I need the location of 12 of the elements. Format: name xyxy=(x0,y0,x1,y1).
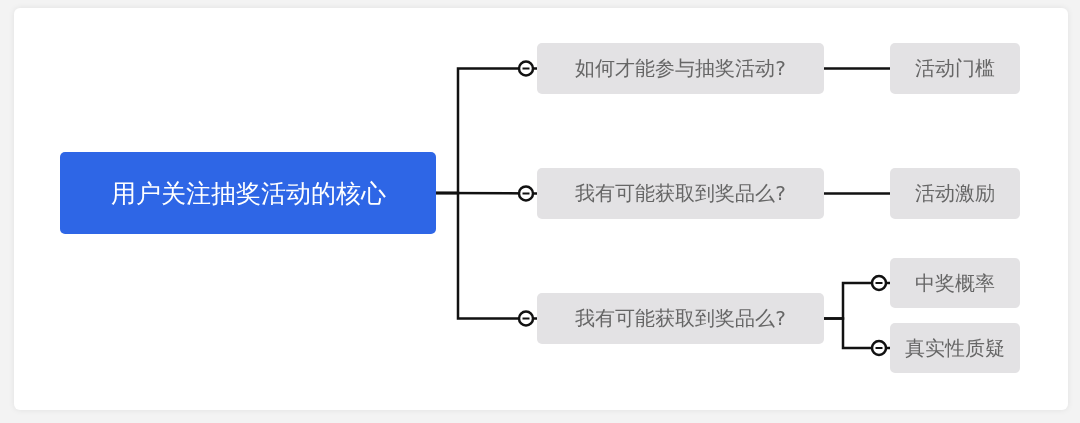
topic-box: 我有可能获取到奖品么? xyxy=(537,293,824,344)
connector xyxy=(824,67,890,70)
connector xyxy=(436,191,537,327)
root-topic-box: 用户关注抽奖活动的核心 xyxy=(60,152,436,234)
topic-box: 活动激励 xyxy=(890,168,1020,219)
topic-box: 如何才能参与抽奖活动? xyxy=(537,43,824,94)
topic-box: 活动门槛 xyxy=(890,43,1020,94)
connector xyxy=(824,317,890,357)
connector xyxy=(824,192,890,195)
topic-box: 中奖概率 xyxy=(890,258,1020,308)
topic-box: 我有可能获取到奖品么? xyxy=(537,168,824,219)
topic-box: 真实性质疑 xyxy=(890,323,1020,373)
